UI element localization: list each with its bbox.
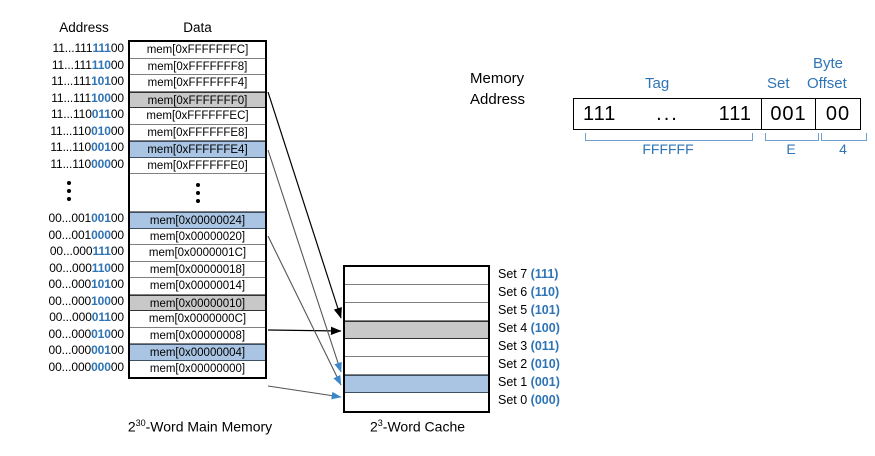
memory-row: mem[0x00000008] [130, 327, 265, 344]
cache-set-label: Set 1 (001) [498, 375, 560, 389]
address-label: 11...11001000 [50, 123, 124, 138]
byte-field-title: Byte [813, 55, 844, 72]
arrow-mem-00000024-to-set1 [267, 235, 342, 386]
address-label: 11...11111100 [52, 41, 125, 55]
address-label: 11...11110000 [51, 90, 124, 105]
cache-set-label: Set 3 (011) [498, 339, 560, 353]
memory-address-label-line1: Memory [470, 70, 525, 87]
tag-bits-right: 111 [718, 102, 752, 125]
arrow-mem-FFFFFFE4-to-set1 [267, 149, 342, 373]
set-hex-value: E [786, 141, 796, 157]
address-label: 00...00000100 [48, 343, 125, 357]
address-label: 00...00000000 [48, 359, 125, 374]
memory-ellipsis-row [130, 174, 265, 212]
memory-row: mem[0x00000004] [130, 344, 265, 361]
cache-row [345, 339, 488, 357]
cache-row [345, 321, 488, 339]
offset-brace [821, 133, 867, 141]
tag-bits-ellipsis: ... [656, 102, 679, 125]
mem-caption-base: 2 [127, 418, 136, 435]
address-label: 00...00011100 [49, 244, 124, 258]
cache-row [345, 357, 488, 375]
mem-caption-rest: -Word Main Memory [145, 418, 273, 435]
address-label: 00...00001100 [49, 310, 124, 324]
mem-caption-exponent: 30 [135, 418, 146, 428]
address-bit-fields: 111 ... 111 001 00 [573, 98, 861, 130]
set-field-title: Set [767, 75, 790, 92]
tag-field-title: Tag [645, 75, 670, 92]
cache-row [345, 375, 488, 393]
memory-address-labels: 11...11111100 11...11111000 11...11110100 1… [36, 40, 128, 375]
cache-row [345, 285, 488, 303]
cache-row [345, 393, 488, 411]
memory-row: mem[0xFFFFFFF4] [130, 75, 265, 92]
cache-set-label: Set 5 (101) [498, 303, 560, 317]
memory-row: mem[0xFFFFFFE8] [130, 124, 265, 141]
memory-row: mem[0xFFFFFFE4] [130, 141, 265, 158]
address-label: 00...00100000 [48, 227, 125, 242]
memory-row: mem[0x0000001C] [130, 245, 265, 262]
cache-set-label: Set 2 (010) [498, 357, 560, 371]
memory-row: mem[0x00000020] [130, 228, 265, 245]
cache-table [343, 265, 490, 413]
cache-set-label: Set 7 (111) [498, 267, 559, 281]
cache-set-label: Set 0 (000) [498, 393, 560, 407]
memory-row: mem[0x00000000] [130, 360, 265, 377]
address-label: 00...00100100 [48, 211, 125, 225]
cache-row [345, 267, 488, 285]
memory-row: mem[0xFFFFFFF0] [130, 91, 265, 108]
address-label: 11...11000000 [50, 156, 124, 171]
address-tag-bits: 111 ... 111 [574, 99, 762, 129]
address-column-header: Address [59, 20, 109, 35]
memory-row: mem[0xFFFFFFE0] [130, 157, 265, 174]
main-memory-caption: 230-Word Main Memory [60, 418, 340, 435]
cache-row [345, 303, 488, 321]
address-label: 00...00010000 [48, 293, 125, 308]
address-label: 11...11111000 [51, 57, 124, 72]
tag-brace [585, 133, 753, 141]
tag-hex-value: FFFFFF [642, 141, 694, 157]
memory-address-label: Memory Address [470, 68, 525, 110]
offset-field-title: Offset [807, 75, 847, 92]
memory-row: mem[0xFFFFFFF8] [130, 58, 265, 75]
address-offset-bits: 00 [825, 102, 851, 125]
arrow-mem-FFFFFFF0-to-set4 [267, 91, 342, 319]
cache-caption-exponent: 3 [377, 418, 383, 428]
main-memory-table: mem[0xFFFFFFFC]mem[0xFFFFFFF8]mem[0xFFFF… [128, 40, 267, 379]
cache-set-labels: Set 7 (111) Set 6 (110) Set 5 (101) Set 4 (… [498, 265, 618, 409]
memory-row: mem[0x0000000C] [130, 311, 265, 328]
memory-row: mem[0xFFFFFFFC] [130, 42, 265, 59]
cache-caption: 23-Word Cache [345, 418, 490, 435]
offset-hex-value: 4 [839, 141, 847, 157]
memory-address-label-line2: Address [470, 91, 526, 108]
address-label: 11...11110100 [51, 74, 124, 88]
memory-row: mem[0x00000014] [130, 278, 265, 295]
memory-row: mem[0xFFFFFFEC] [130, 108, 265, 125]
cache-set-label: Set 4 (100) [498, 321, 560, 335]
memory-row: mem[0x00000018] [130, 261, 265, 278]
address-label: 00...00001000 [48, 326, 125, 341]
arrow-mem-00000010-to-set4 [267, 326, 342, 336]
address-label: 11...11000100 [50, 140, 124, 154]
cache-caption-rest: -Word Cache [382, 418, 466, 435]
data-column-header: Data [183, 20, 212, 35]
address-label: 00...00010100 [48, 277, 125, 291]
memory-row: mem[0x00000024] [130, 212, 265, 229]
memory-row: mem[0x00000010] [130, 294, 265, 311]
address-label: 00...00011000 [49, 260, 124, 275]
set-brace [765, 133, 819, 141]
address-ellipsis [36, 172, 128, 210]
tag-bits-left: 111 [583, 102, 617, 125]
address-set-bits: 001 [762, 99, 816, 129]
address-label: 11...11001100 [50, 107, 124, 121]
cache-caption-base: 2 [369, 418, 378, 435]
cache-set-label: Set 6 (110) [498, 285, 560, 299]
arrow-mem-00000004-to-set1 [267, 385, 342, 400]
